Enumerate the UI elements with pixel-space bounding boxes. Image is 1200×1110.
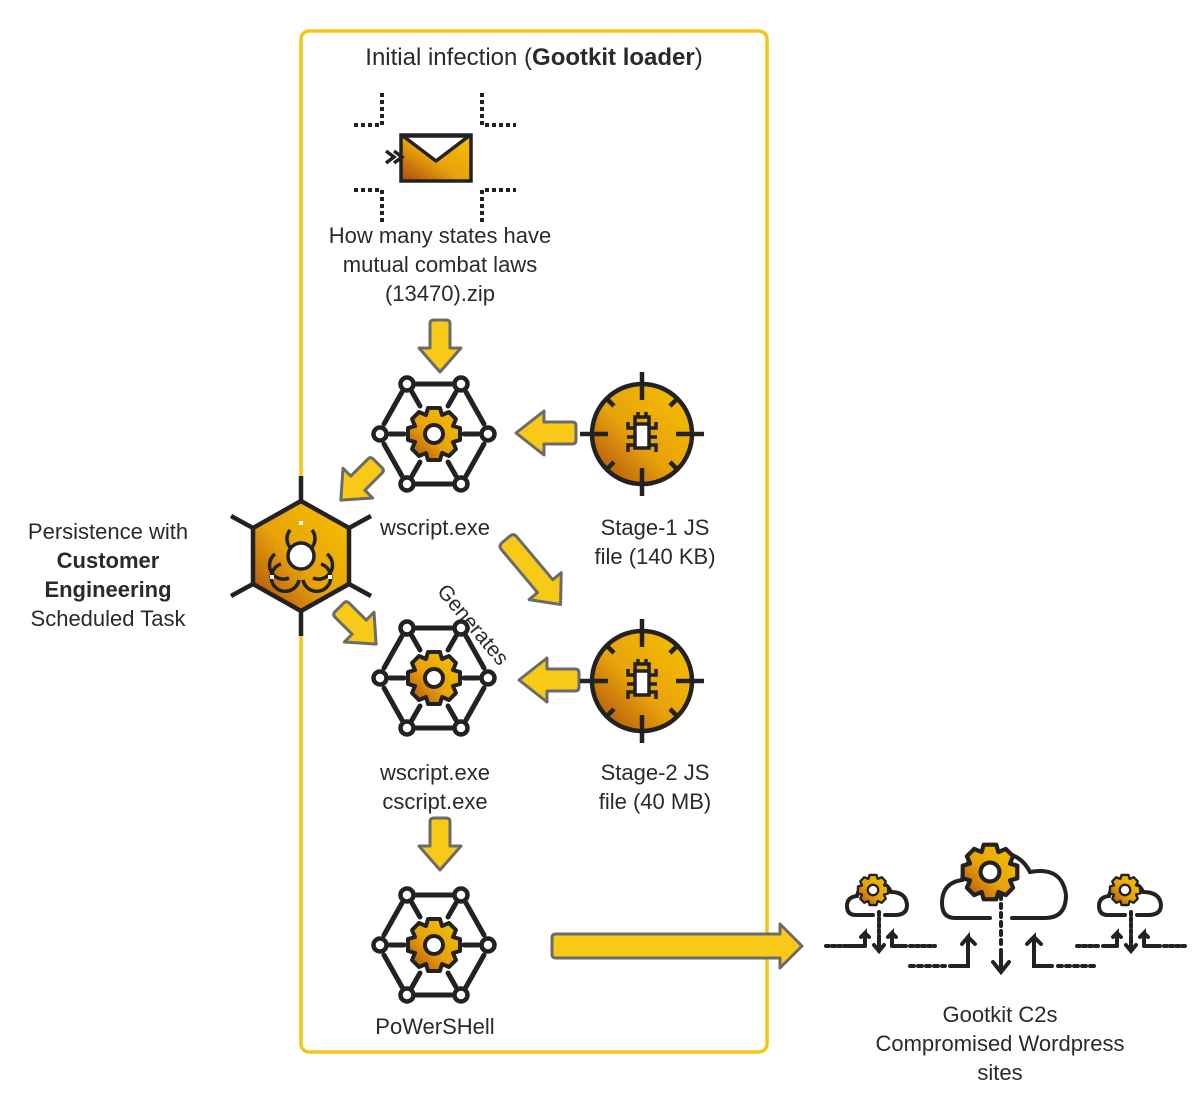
label-line: How many states have: [328, 223, 552, 248]
arrow-generates: [498, 533, 563, 607]
biohazard-icon: [229, 476, 373, 636]
label-line-bold: Engineering: [44, 577, 172, 602]
cloud-network-icon: [824, 845, 1188, 976]
frame-title: Initial infection (Gootkit loader): [300, 43, 768, 72]
label-line: Compromised Wordpress: [875, 1031, 1125, 1056]
arrow-persistence-to-wscript2: [323, 591, 393, 661]
label-line: Stage-1 JS: [600, 515, 710, 540]
label-line: mutual combat laws: [342, 252, 538, 277]
label-line: Stage-2 JS: [600, 760, 710, 785]
c2-label: Gootkit C2s Compromised Wordpress sites: [840, 1000, 1160, 1087]
stage2-js-icon: [580, 619, 704, 743]
email-icon: [354, 93, 516, 222]
wscript-cscript-label: wscript.exe cscript.exe: [345, 758, 525, 816]
stage1-js-icon: [580, 372, 704, 496]
title-bold: Gootkit loader: [532, 44, 695, 71]
title-prefix: Initial infection (: [365, 44, 533, 71]
label-line: PoWerSHell: [375, 1014, 495, 1039]
arrow-email-to-wscript: [417, 318, 463, 374]
arrow-powershell-to-c2: [550, 922, 804, 970]
label-line-bold: Customer: [56, 548, 160, 573]
wscript-label: wscript.exe: [360, 513, 510, 542]
title-suffix: ): [694, 44, 703, 71]
arrow-wscript-to-persistence: [324, 447, 394, 517]
persistence-label: Persistence with Customer Engineering Sc…: [0, 517, 216, 633]
label-line: Scheduled Task: [30, 606, 186, 631]
label-line: file (140 KB): [594, 544, 716, 569]
label-line: cscript.exe: [382, 789, 488, 814]
powershell-icon: [374, 889, 495, 1002]
label-line: Persistence with: [27, 519, 189, 544]
arrow-stage2-to-wscript2: [517, 656, 581, 704]
wscript-icon: [374, 378, 495, 491]
stage2-label: Stage-2 JS file (40 MB): [560, 758, 750, 816]
label-line: file (40 MB): [598, 789, 712, 814]
stage1-label: Stage-1 JS file (140 KB): [560, 513, 750, 571]
arrow-stage1-to-wscript: [514, 409, 578, 457]
label-line: wscript.exe: [379, 515, 491, 540]
arrow-wscript2-to-powershell: [417, 816, 463, 872]
label-line: (13470).zip: [384, 281, 496, 306]
label-line: Gootkit C2s: [942, 1002, 1058, 1027]
label-line: sites: [977, 1060, 1023, 1085]
powershell-label: PoWerSHell: [345, 1012, 525, 1041]
email-attachment-label: How many states have mutual combat laws …: [300, 221, 580, 308]
label-line: wscript.exe: [379, 760, 491, 785]
